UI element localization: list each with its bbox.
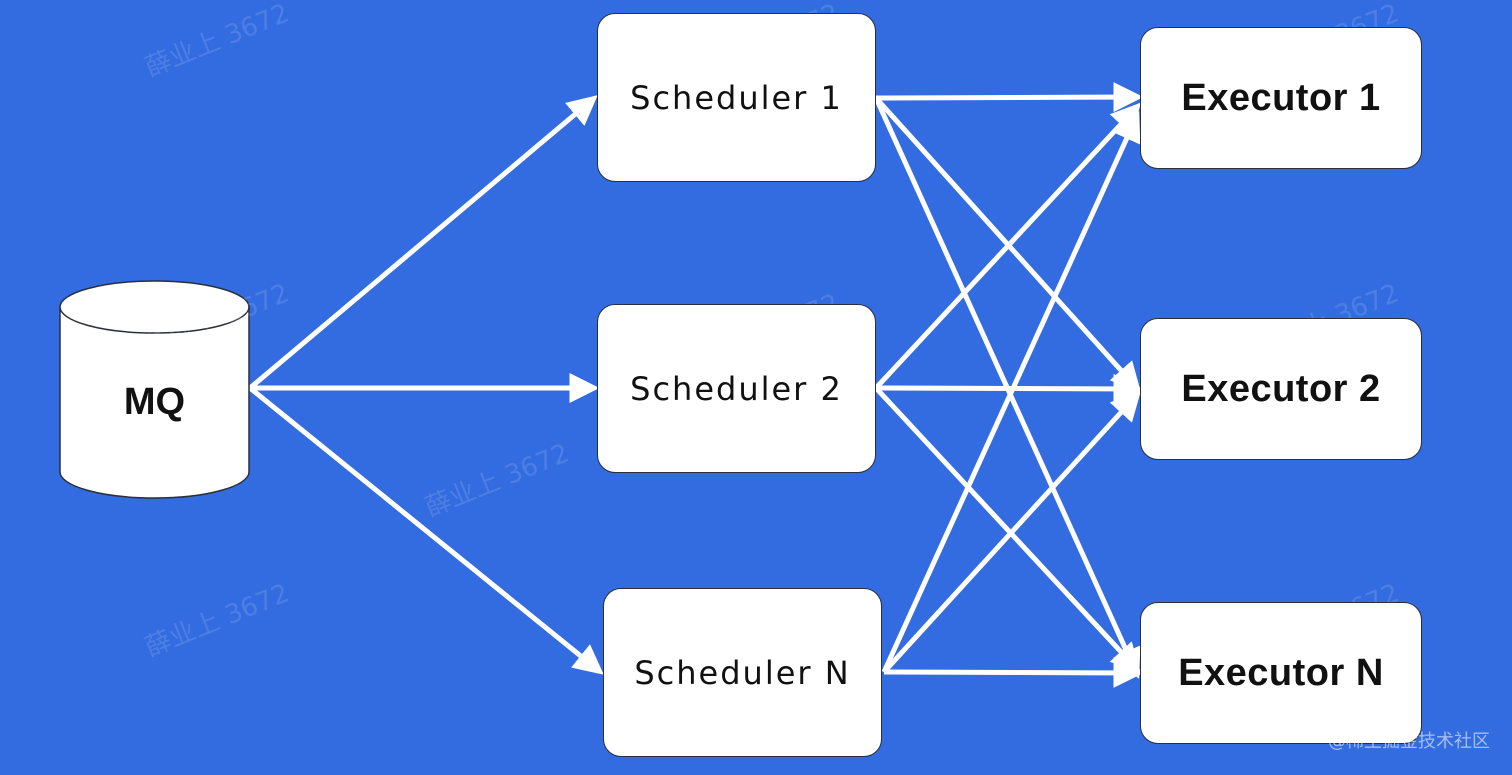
executor-n-node: Executor N — [1140, 602, 1422, 744]
mq-to-scheduler-edges — [248, 95, 604, 675]
edge-scheduler-2-executor-2 — [875, 373, 1144, 404]
mq-cylinder — [59, 280, 250, 499]
edge-scheduler-n-executor-1 — [881, 111, 1141, 674]
scheduler-2-node: Scheduler 2 — [597, 304, 876, 473]
scheduler-to-executor-edges — [873, 82, 1144, 688]
edge-scheduler-1-executor-2 — [874, 96, 1142, 393]
edge-mq-scheduler-1 — [248, 95, 598, 390]
edge-scheduler-1-executor-1 — [875, 82, 1144, 113]
scheduler-n-node: Scheduler N — [603, 588, 882, 757]
edge-mq-scheduler-n — [248, 386, 604, 675]
edge-scheduler-n-executor-n — [883, 657, 1144, 688]
scheduler-1-node: Scheduler 1 — [597, 13, 876, 182]
edge-scheduler-1-executor-n — [873, 96, 1141, 679]
executor-2-node: Executor 2 — [1140, 318, 1422, 460]
credit-watermark: @稀土掘金技术社区 — [1328, 731, 1490, 752]
edge-scheduler-2-executor-n — [874, 386, 1142, 674]
edge-scheduler-n-executor-2 — [882, 390, 1142, 674]
executor-1-node: Executor 1 — [1140, 27, 1422, 169]
mq-label: MQ — [123, 380, 186, 423]
edge-scheduler-2-executor-1 — [874, 102, 1142, 390]
